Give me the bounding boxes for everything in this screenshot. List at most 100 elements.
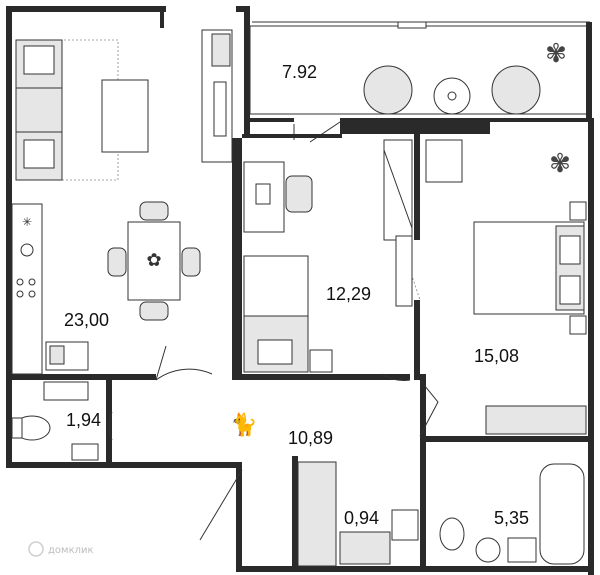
stove-burner-2	[28, 278, 36, 286]
area-office: 12,29	[326, 284, 371, 304]
watermark-text: домклик	[48, 545, 94, 556]
door-wc-swing	[108, 411, 113, 441]
tv-unit	[211, 33, 231, 67]
door-office-swing	[381, 373, 411, 381]
coffee-table	[101, 79, 149, 153]
wall-bedroom-top	[490, 118, 590, 122]
stove-burner-3	[16, 290, 24, 298]
wall-balcony-bottom-left	[250, 118, 294, 122]
dining-chair-top	[139, 201, 169, 221]
plant-icon: ✿	[146, 250, 161, 271]
area-wc: 1,94	[66, 410, 101, 430]
area-bedroom: 15,08	[474, 346, 519, 366]
wall-wc-bottom	[6, 462, 242, 468]
wall-bedroom-left-bottom	[420, 374, 426, 436]
wall-right-exterior	[588, 118, 594, 575]
bedside-table-top	[569, 201, 587, 221]
sofa-cushion-top	[23, 45, 55, 75]
bedroom-wardrobe	[485, 405, 587, 435]
door-bathroom-leaf	[419, 379, 439, 437]
wall-living-bottom	[6, 374, 156, 380]
watermark-logo-icon	[28, 541, 44, 557]
area-living-kitchen: 23,00	[64, 310, 109, 330]
wardrobe-office-door	[395, 235, 413, 307]
wall-bottom	[236, 566, 594, 572]
bedroom-furniture: ✾	[425, 139, 587, 435]
wall-closet-left	[292, 456, 298, 572]
wall-office-bedroom-lower	[414, 300, 420, 380]
wall-living-office	[232, 138, 242, 380]
stove-burner-1	[16, 278, 24, 286]
side-table-center	[447, 91, 457, 101]
desk	[243, 161, 285, 233]
cat-icon: 🐈	[230, 412, 257, 438]
balcony-door-leaf	[309, 121, 341, 143]
area-hall: 10,89	[288, 428, 333, 448]
door-living-swing	[155, 368, 213, 381]
office-furniture	[243, 139, 413, 373]
hood-icon: ✳	[22, 215, 32, 229]
dining-chair-left	[107, 247, 127, 277]
armchair-right	[491, 65, 541, 115]
closet-shelving	[339, 531, 391, 565]
armchair-left	[363, 65, 413, 115]
doors	[108, 239, 439, 541]
wall-hall-bottom-left	[236, 462, 242, 570]
toilet-wc-tank	[11, 417, 23, 439]
bedroom-dresser	[425, 139, 463, 183]
balcony-rail-marker	[397, 21, 427, 29]
wall-balcony-bottom	[340, 118, 490, 134]
area-balcony: 7.92	[282, 62, 317, 82]
kitchen-sink-basin	[49, 345, 65, 365]
sofa-cushion-bottom	[23, 139, 55, 169]
stove-burner-4	[28, 290, 36, 298]
wall-left-exterior	[6, 6, 12, 468]
sink-icon	[20, 243, 34, 257]
wall-top-living	[6, 6, 166, 12]
hall-wardrobe	[297, 461, 337, 567]
living-furniture: ✿ ✳	[11, 29, 233, 375]
wc-fixtures	[11, 381, 99, 461]
dining-chair-right	[181, 247, 201, 277]
closet-shelf	[391, 509, 419, 541]
washing-machine	[475, 537, 501, 563]
hall-fixtures: 🐈	[230, 412, 585, 567]
wall-living-balcony	[244, 6, 250, 138]
side-table	[433, 77, 471, 115]
area-labels: 7.92 12,29 23,00 15,08 1,94 10,89 0,94 5…	[64, 62, 529, 528]
wall-office-bottom	[242, 374, 410, 380]
bed-single-pillow	[257, 339, 293, 365]
bath-sink	[507, 537, 537, 563]
bed-pillow-bottom	[559, 275, 581, 305]
wall-bathroom-left	[420, 436, 426, 572]
wardrobe-office-hatch	[383, 149, 413, 229]
dining-chair-bottom	[139, 301, 169, 321]
bedside-table-bottom	[569, 315, 587, 335]
area-bathroom: 5,35	[494, 508, 529, 528]
nightstand	[309, 349, 333, 373]
wall-balcony-right	[586, 22, 592, 118]
bed-pillow-top	[559, 235, 581, 265]
wall-top-living-right	[236, 6, 250, 12]
bathtub	[539, 463, 585, 565]
dining-table	[127, 221, 181, 301]
wc-shelf	[43, 381, 89, 401]
balcony-plant-icon: ✾	[545, 39, 567, 69]
wall-bathroom-top	[420, 436, 590, 442]
toilet-bath	[439, 517, 465, 551]
area-closet: 0,94	[344, 508, 379, 528]
bedroom-plant-icon: ✾	[549, 149, 571, 179]
wc-sink	[71, 443, 99, 461]
office-chair	[285, 175, 313, 213]
wall-top-living-step	[160, 6, 164, 28]
door-bedroom-dash	[399, 239, 421, 301]
wall-office-top	[242, 134, 342, 138]
laptop	[255, 183, 271, 205]
door-entry-leaf	[199, 469, 243, 541]
tv-screen	[213, 81, 227, 137]
balcony-furniture: ✾	[363, 39, 567, 115]
watermark: домклик	[28, 541, 94, 557]
kitchen-counter	[11, 203, 43, 375]
door-living-leaf	[155, 345, 167, 381]
